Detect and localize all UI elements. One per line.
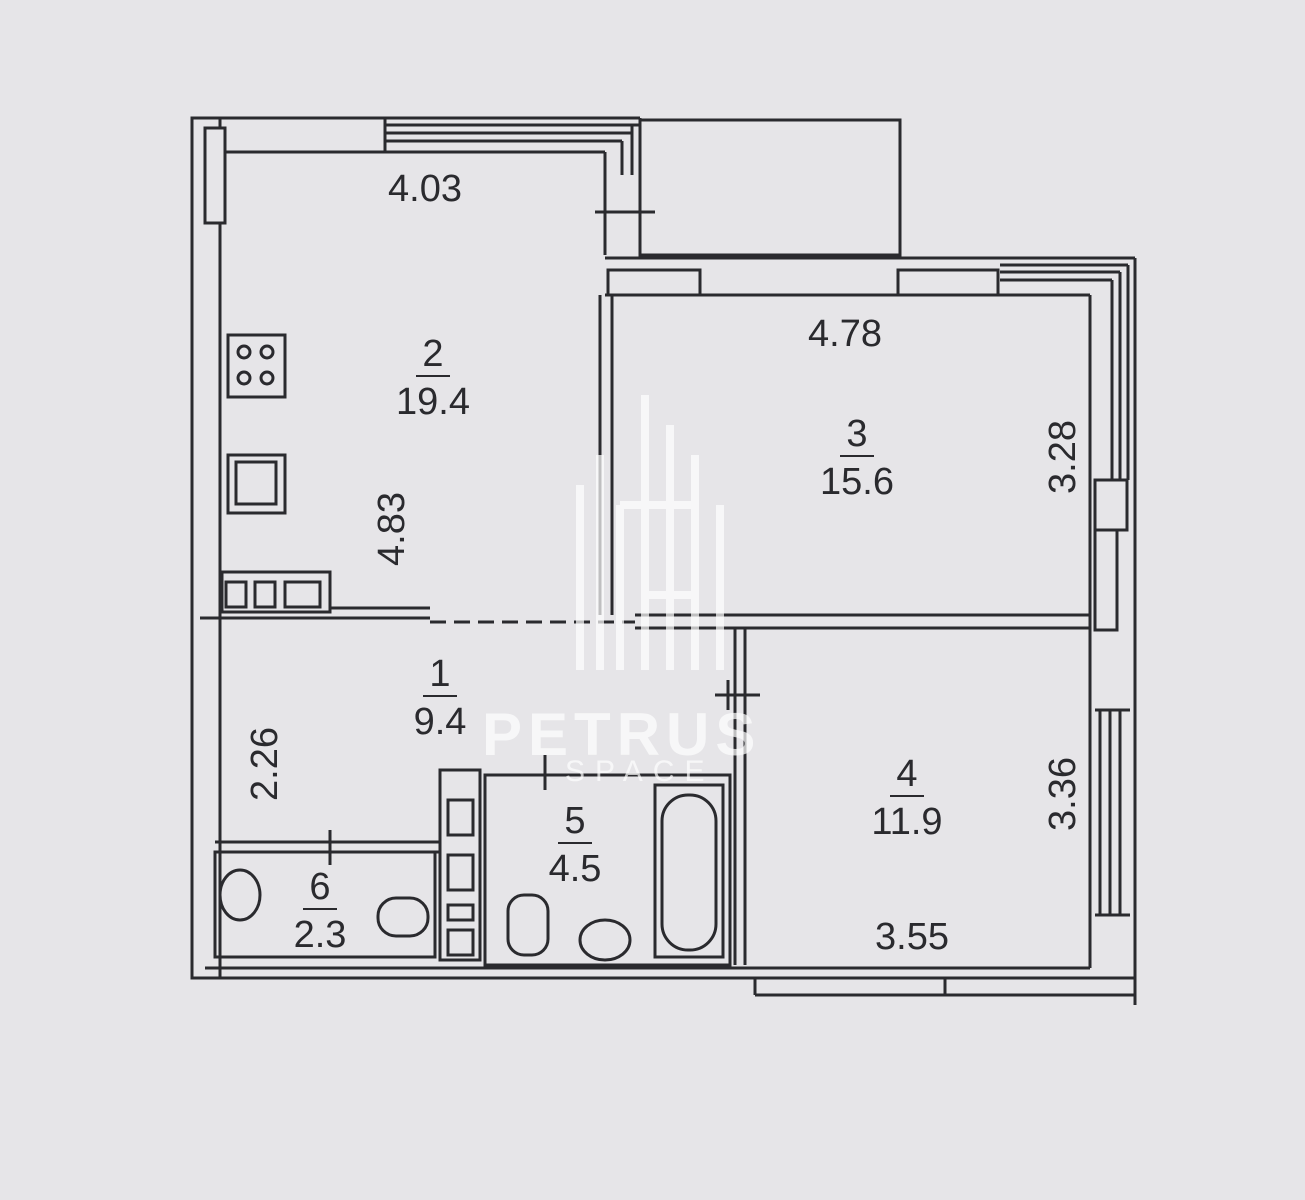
kitchen-width-dimension: 4.03	[388, 168, 462, 210]
toilet-5	[506, 893, 550, 957]
kitchen-counter	[220, 570, 332, 614]
room-area-3: 15.6	[820, 461, 894, 503]
watermark-brand: PETRUS	[482, 701, 762, 768]
room-area-5: 4.5	[548, 848, 602, 890]
room-area-1: 9.4	[413, 701, 467, 743]
room-label-3: 3 15.6	[812, 415, 902, 501]
room-number-3: 3	[840, 415, 874, 457]
room-area-6: 2.3	[293, 914, 347, 956]
room-number-2: 2	[416, 335, 450, 377]
watermark-logo-icon	[576, 395, 724, 670]
hall-length-dimension: 2.26	[243, 727, 286, 801]
room-label-5: 5 4.5	[545, 802, 605, 888]
room-area-4: 11.9	[871, 801, 943, 843]
room-label-4: 4 11.9	[862, 755, 952, 841]
room-area-2: 19.4	[396, 381, 470, 423]
room-label-6: 6 2.3	[290, 868, 350, 954]
balcony	[638, 118, 902, 257]
bathtub	[653, 783, 725, 959]
room-number-1: 1	[423, 655, 457, 697]
kitchen-length-dimension: 4.83	[370, 492, 413, 566]
bedroom-length-dimension: 3.28	[1041, 420, 1084, 494]
room-label-2: 2 19.4	[388, 335, 478, 421]
room4-width-dimension: 3.55	[875, 916, 949, 958]
kitchen-sink	[226, 453, 287, 515]
wc-basin-6	[218, 868, 262, 922]
outer-wall-left	[190, 116, 222, 980]
room-label-1: 1 9.4	[410, 655, 470, 741]
watermark-sub: SPACE	[565, 755, 715, 788]
toilet-6	[376, 896, 430, 938]
bedroom-width-dimension: 4.78	[808, 313, 882, 355]
room4-length-dimension: 3.36	[1041, 757, 1084, 831]
washbasin-5	[578, 918, 632, 962]
room-number-5: 5	[558, 802, 592, 844]
room-number-6: 6	[303, 868, 337, 910]
room-number-4: 4	[890, 755, 924, 797]
stove	[226, 333, 287, 399]
